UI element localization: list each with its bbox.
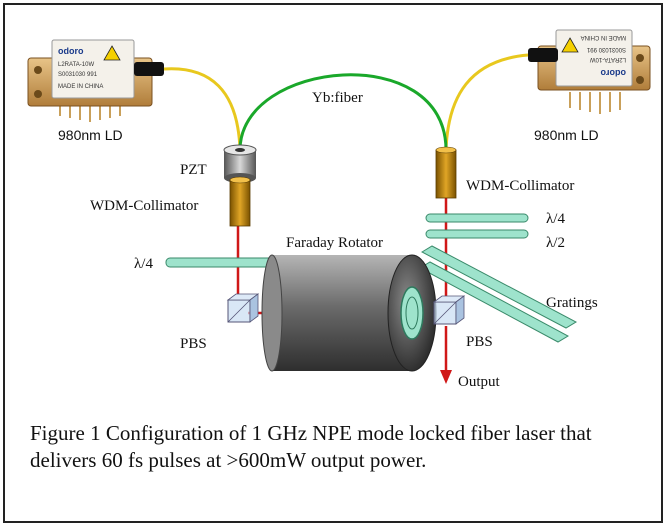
quarter-waveplate-left [165, 257, 279, 268]
pzt-stretcher [223, 144, 257, 183]
ld-pigtail-boot-right [528, 48, 558, 62]
laser-diode-left: odoro L2RATA-10W S0031030 991 MADE IN CH… [27, 39, 164, 122]
faraday-rotator [261, 254, 437, 372]
ld-made-right: MADE IN CHINA [581, 34, 626, 40]
gratings [418, 245, 578, 343]
pbs-left [226, 293, 260, 323]
ld-brand-left: odoro [58, 46, 84, 56]
ld-warning-icon-right [561, 37, 579, 53]
label-wdm-right: WDM-Collimator [466, 178, 574, 194]
wdm-collimator-left [229, 176, 251, 227]
label-yb-fiber: Yb:fiber [312, 90, 363, 106]
label-pbs-left: PBS [180, 336, 207, 352]
pump-fiber-left [163, 67, 242, 151]
ld-serial-right: S0031030 991 [586, 46, 626, 52]
label-faraday: Faraday Rotator [286, 235, 383, 251]
output-arrow [440, 370, 452, 384]
wdm-collimator-right [435, 146, 457, 199]
label-ld-left: 980nm LD [58, 127, 123, 143]
ld-serial-left: S0031030 991 [58, 72, 98, 78]
laser-configuration-diagram: odoro L2RATA-10W S0031030 991 MADE IN CH… [27, 29, 651, 390]
label-output: Output [458, 374, 501, 390]
label-qwp-right: λ/4 [546, 211, 565, 227]
pump-fiber-right [444, 53, 529, 151]
quarter-waveplate-right [425, 213, 529, 223]
half-waveplate-right [425, 229, 529, 239]
ld-pigtail-boot-left [134, 62, 164, 76]
faraday-crystal [400, 286, 424, 340]
label-wdm-left: WDM-Collimator [90, 198, 198, 214]
ld-made-left: MADE IN CHINA [58, 84, 103, 90]
label-pbs-right: PBS [466, 334, 493, 350]
ld-model-left: L2RATA-10W [58, 62, 94, 68]
figure-caption: Figure 1 Configuration of 1 GHz NPE mode… [30, 421, 592, 472]
ld-model-right: L2RATA-10W [590, 56, 626, 62]
ld-warning-icon-left [103, 45, 121, 61]
ld-brand-right: odoro [600, 68, 626, 78]
label-qwp-left: λ/4 [134, 256, 153, 272]
ld-pins-right [569, 92, 621, 114]
yb-gain-fiber [238, 73, 448, 151]
label-hwp-right: λ/2 [546, 235, 565, 251]
label-gratings: Gratings [546, 295, 598, 311]
label-pzt: PZT [180, 162, 207, 178]
pbs-right [432, 295, 466, 325]
laser-diode-right: odoro L2RATA-10W S0031030 991 MADE IN CH… [528, 29, 651, 114]
label-ld-right: 980nm LD [534, 127, 599, 143]
